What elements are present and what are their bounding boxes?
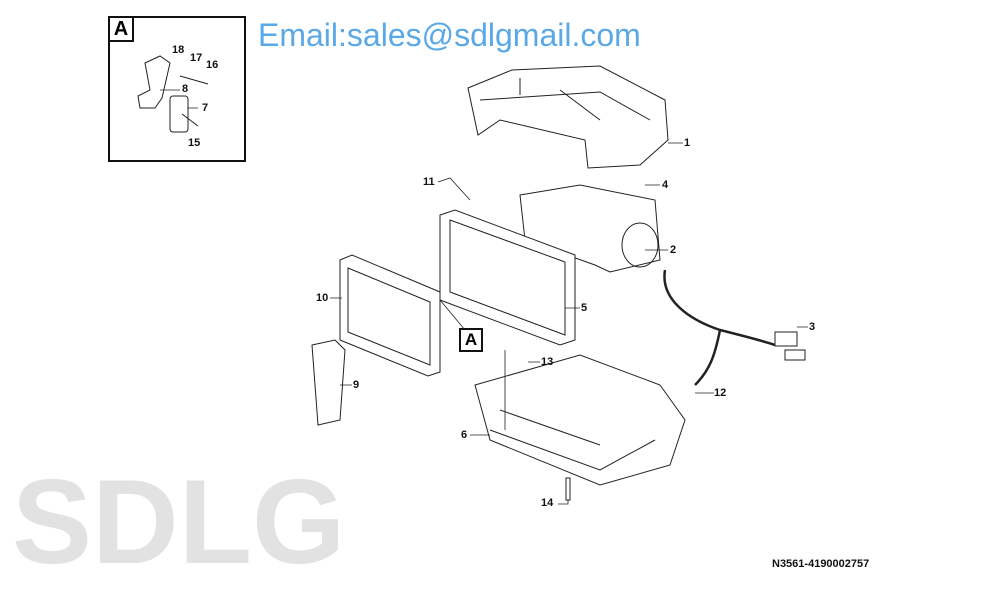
- callout-11: 11: [423, 176, 435, 188]
- callout-14: 14: [541, 497, 554, 509]
- inset-callout-8: 8: [182, 83, 189, 95]
- harness-connector: [774, 331, 798, 347]
- sdlg-watermark: SDLG: [12, 455, 346, 589]
- evaporator-core: [449, 219, 566, 336]
- callout-12: 12: [714, 387, 727, 399]
- leader-lines: [330, 142, 808, 505]
- inset-pipe-bracket: [137, 55, 171, 109]
- callout-13: 13: [541, 356, 554, 368]
- inset-callout-15: 15: [188, 137, 201, 149]
- inset-drawing: [137, 55, 209, 133]
- inset-callout-7: 7: [202, 102, 209, 114]
- heater-core-inner: [347, 267, 431, 366]
- callout-4: 4: [662, 179, 669, 191]
- inset-bolts: [179, 75, 209, 127]
- cover-detail-lines: [479, 78, 651, 121]
- inset-callout-18: 18: [172, 44, 185, 56]
- detail-a-tag: A: [459, 328, 483, 352]
- inset-leader-lines: [160, 89, 198, 109]
- housing-detail-lines: [489, 409, 656, 471]
- part-bracket: [311, 339, 346, 426]
- part-heater-core: [339, 254, 441, 377]
- callout-10: 10: [316, 292, 329, 304]
- blower-fan: [621, 222, 659, 268]
- inset-tag: A: [110, 18, 134, 42]
- part-lower-housing: [474, 354, 686, 486]
- callout-2: 2: [670, 244, 677, 256]
- detail-a-inset: A 18 17 16 8 7 15: [108, 16, 246, 162]
- callout-6: 6: [461, 429, 468, 441]
- harness-connector: [784, 349, 806, 361]
- callout-1: 1: [684, 137, 691, 149]
- drawing-code: N3561-4190002757: [772, 558, 870, 570]
- inset-callout-16: 16: [206, 59, 219, 71]
- email-watermark: Email:sales@sdlgmail.com: [258, 17, 641, 53]
- inset-expansion-valve: [169, 95, 189, 133]
- callout-5: 5: [581, 302, 588, 314]
- callout-3: 3: [809, 321, 816, 333]
- inset-callout-17: 17: [190, 52, 203, 64]
- part-screw: [565, 477, 571, 501]
- part-cover: [467, 65, 669, 169]
- callout-9: 9: [353, 379, 360, 391]
- part-harness: [663, 269, 776, 386]
